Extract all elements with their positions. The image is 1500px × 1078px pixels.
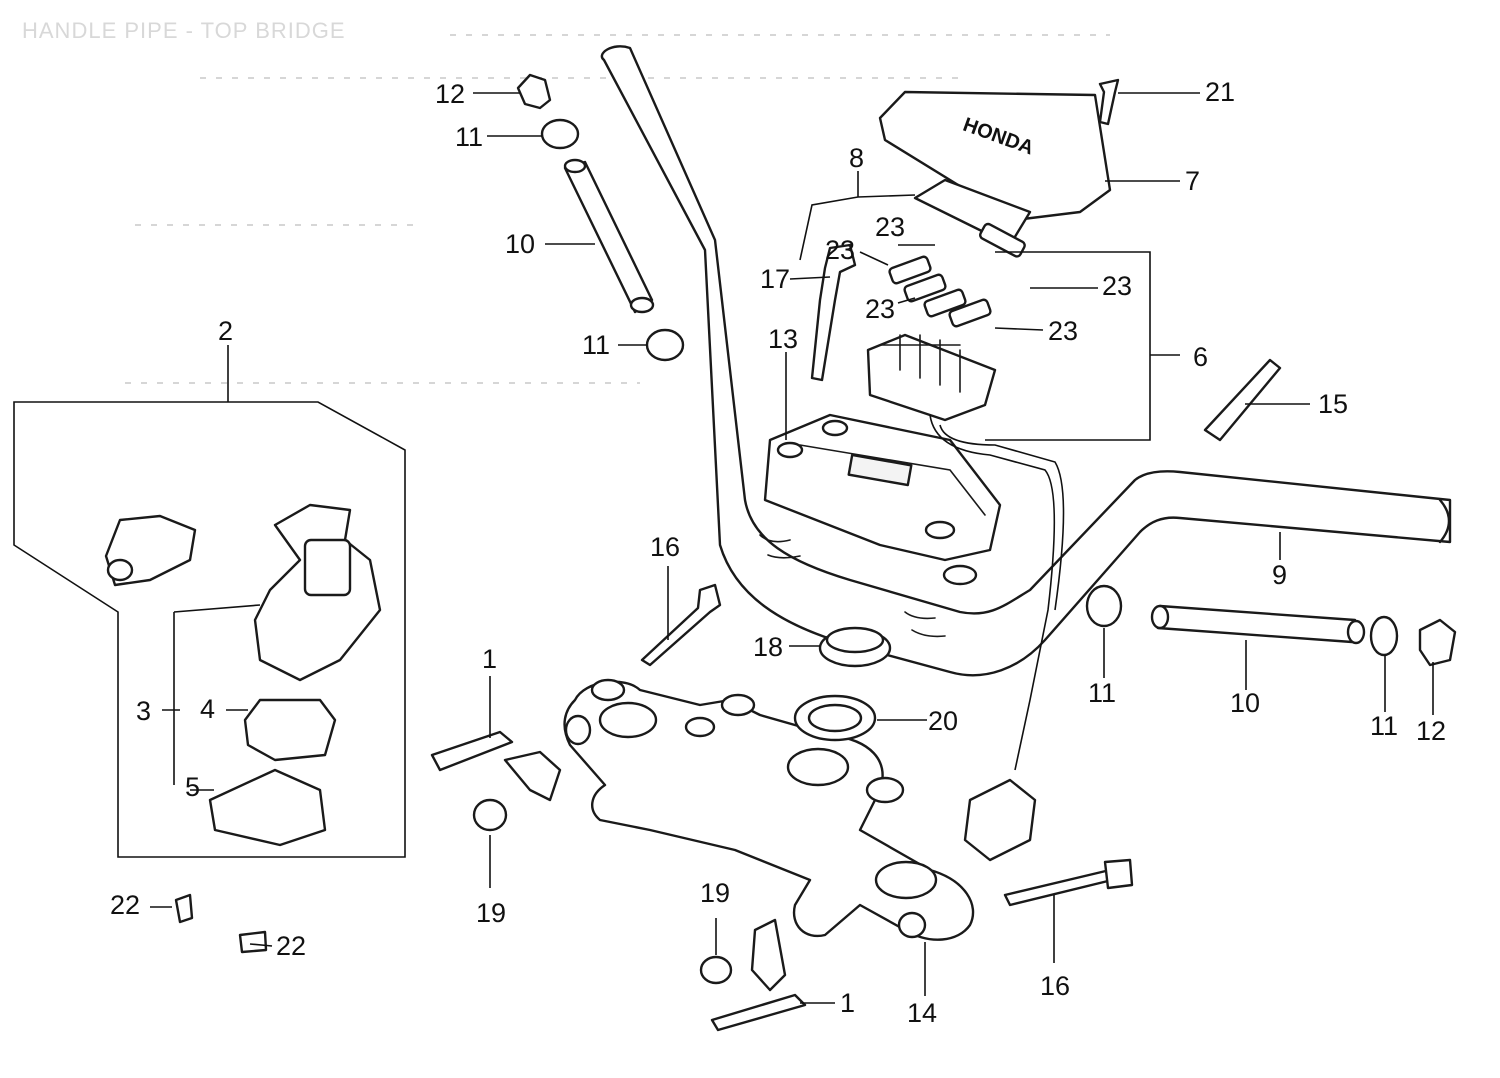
callout-16b: 16 bbox=[1040, 971, 1070, 1001]
clip-15 bbox=[1203, 358, 1282, 442]
leader-lines bbox=[150, 92, 1434, 1004]
callout-9: 9 bbox=[1272, 560, 1287, 590]
callout-2: 2 bbox=[218, 316, 233, 346]
stem-nut-washer bbox=[793, 626, 892, 742]
callout-13: 13 bbox=[768, 324, 798, 354]
callout-labels: 2 3 4 5 22 22 12 11 10 11 16 1 19 19 1 1… bbox=[110, 77, 1446, 1028]
bar-end-right bbox=[1085, 584, 1457, 667]
handle-holder-upper bbox=[763, 413, 1002, 586]
screw-21 bbox=[1098, 78, 1120, 126]
top-bridge bbox=[563, 678, 975, 941]
callout-11d: 11 bbox=[1370, 711, 1398, 741]
bolt-16-lower bbox=[1003, 858, 1134, 907]
fuse-box bbox=[866, 333, 1065, 771]
callout-21: 21 bbox=[1205, 77, 1235, 107]
fuse-box-cover: HONDA bbox=[878, 90, 1112, 222]
bolt-17 bbox=[810, 243, 857, 382]
diagram-title: HANDLE PIPE - TOP BRIDGE bbox=[22, 18, 346, 43]
callout-10b: 10 bbox=[1230, 688, 1260, 718]
wire-clamp-upper bbox=[430, 730, 562, 802]
callout-23a: 23 bbox=[875, 212, 905, 242]
callout-15: 15 bbox=[1318, 389, 1348, 419]
callout-17: 17 bbox=[760, 264, 790, 294]
wire-clamp-lower bbox=[710, 918, 807, 1032]
nut-19-lower bbox=[699, 955, 733, 985]
screw-22-b bbox=[238, 930, 268, 954]
callout-3: 3 bbox=[136, 696, 151, 726]
callout-4: 4 bbox=[200, 694, 215, 724]
fuses bbox=[888, 222, 1026, 328]
callout-22b: 22 bbox=[276, 931, 306, 961]
callout-23d: 23 bbox=[1102, 271, 1132, 301]
bolt-16-upper bbox=[640, 583, 722, 667]
callout-19a: 19 bbox=[476, 898, 506, 928]
callout-23e: 23 bbox=[1048, 316, 1078, 346]
callout-1b: 1 bbox=[840, 988, 855, 1018]
callout-5: 5 bbox=[185, 772, 200, 802]
callout-20: 20 bbox=[928, 706, 958, 736]
callout-11b: 11 bbox=[582, 330, 610, 360]
callout-7: 7 bbox=[1185, 166, 1200, 196]
callout-12b: 12 bbox=[1416, 716, 1446, 746]
switch-connector bbox=[963, 778, 1037, 862]
callout-14: 14 bbox=[907, 998, 937, 1028]
callout-23b: 23 bbox=[825, 235, 855, 265]
callout-16a: 16 bbox=[650, 532, 680, 562]
callout-8: 8 bbox=[849, 143, 864, 173]
bar-end-left bbox=[516, 73, 685, 362]
callout-19b: 19 bbox=[700, 878, 730, 908]
callout-12a: 12 bbox=[435, 79, 465, 109]
scan-artifacts bbox=[125, 34, 1110, 384]
ignition-switch-group bbox=[13, 401, 406, 858]
callout-10a: 10 bbox=[505, 229, 535, 259]
callout-1a: 1 bbox=[482, 644, 497, 674]
callout-11c: 11 bbox=[1088, 678, 1116, 708]
screw-22-a bbox=[174, 893, 194, 924]
callout-6: 6 bbox=[1193, 342, 1208, 372]
callout-18: 18 bbox=[753, 632, 783, 662]
callout-23c: 23 bbox=[865, 294, 895, 324]
nut-19-left bbox=[472, 798, 508, 832]
label-plate bbox=[913, 178, 1032, 247]
callout-11a: 11 bbox=[455, 122, 483, 152]
callout-22a: 22 bbox=[110, 890, 140, 920]
